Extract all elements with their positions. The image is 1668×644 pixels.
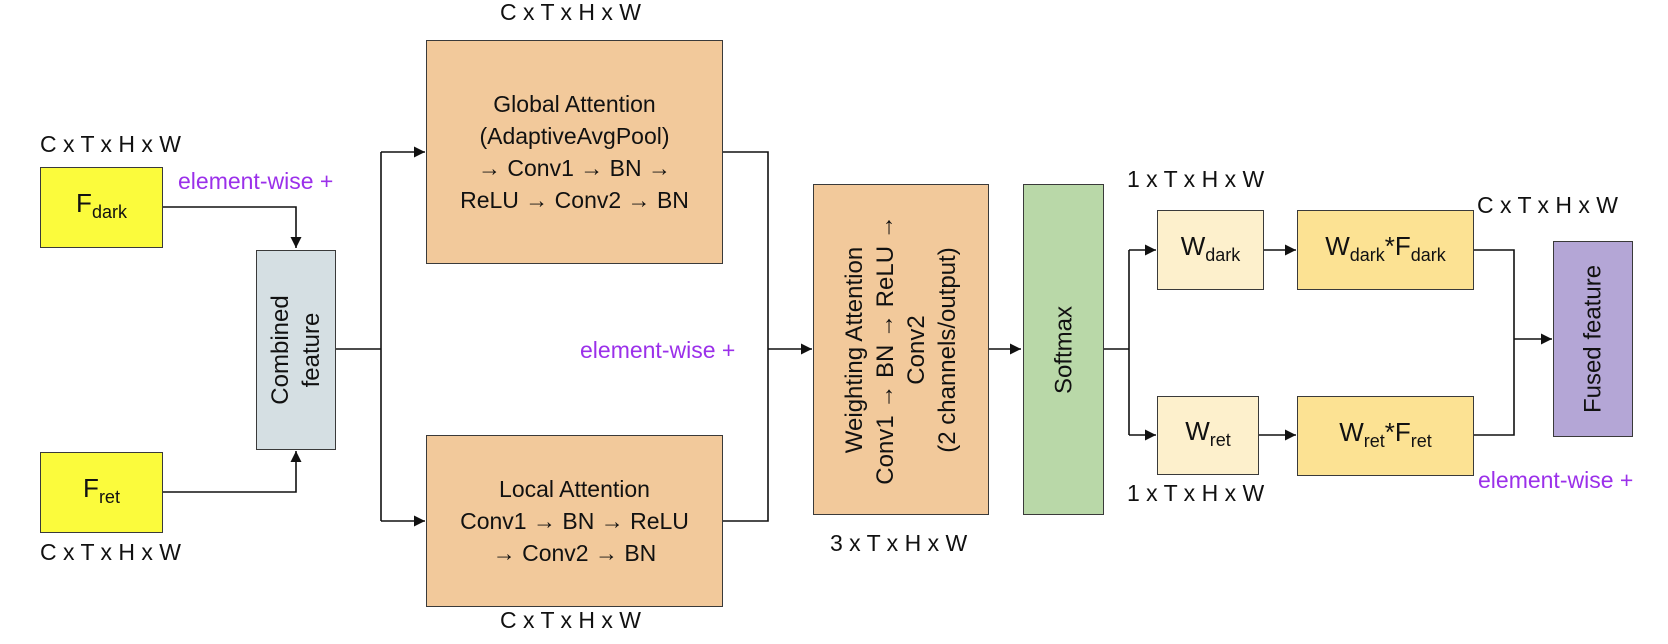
- feature-dark-box: Fdark: [40, 167, 163, 248]
- softmax-box: Softmax: [1023, 184, 1104, 515]
- weighting-dims: 3 x T x H x W: [830, 530, 968, 556]
- weighting-line-2: Conv1 → BN → ReLU →: [872, 214, 899, 485]
- local-attention-box: Local Attention Conv1 → BN → ReLU → Conv…: [426, 435, 723, 607]
- line-products-merge: [1474, 249, 1515, 436]
- weight-dark-label: Wdark: [1180, 230, 1241, 265]
- product-dark-box: Wdark*Fdark: [1297, 210, 1474, 290]
- fused-feature-box: Fused feature: [1553, 241, 1633, 437]
- weight-ret-dims: 1 x T x H x W: [1127, 480, 1265, 506]
- local-attention-line-1: Local Attention: [499, 476, 650, 502]
- feature-dark-dims: C x T x H x W: [40, 131, 181, 157]
- line-global-out: [723, 151, 769, 522]
- weight-dark-box: Wdark: [1157, 210, 1264, 290]
- arrow-fdark-to-combined: [163, 206, 302, 248]
- local-attention-line-3: → Conv2 → BN: [492, 540, 657, 566]
- product-ret-box: Wret*Fret: [1297, 396, 1474, 476]
- feature-ret-label: Fret: [83, 473, 120, 507]
- feature-ret-dims: C x T x H x W: [40, 539, 181, 565]
- weight-ret-box: Wret: [1157, 396, 1259, 475]
- weight-dark-dims: 1 x T x H x W: [1127, 166, 1265, 192]
- weighting-line-1: Weighting Attention: [841, 246, 868, 453]
- softmax-label: Softmax: [1050, 305, 1077, 394]
- weighting-line-4: (2 channels/output): [934, 246, 961, 453]
- local-attention-dims: C x T x H x W: [500, 607, 641, 633]
- global-attention-line-1: Global Attention: [493, 91, 656, 117]
- arrow-fret-to-combined: [163, 451, 302, 493]
- product-dark-label: Wdark*Fdark: [1325, 230, 1446, 265]
- elementwise-attention-label: element-wise +: [580, 337, 736, 363]
- weighting-attention-box: Weighting Attention Conv1 → BN → ReLU → …: [813, 184, 989, 515]
- elementwise-combine-label: element-wise +: [178, 168, 334, 194]
- feature-ret-box: Fret: [40, 452, 163, 533]
- product-ret-label: Wret*Fret: [1339, 416, 1432, 451]
- fused-feature-label: Fused feature: [1579, 264, 1607, 414]
- combined-feature-label: Combined feature: [267, 295, 325, 405]
- feature-dark-label: Fdark: [76, 188, 127, 222]
- global-attention-line-2: (AdaptiveAvgPool): [479, 123, 670, 149]
- product-dark-dims: C x T x H x W: [1477, 192, 1618, 218]
- weighting-line-3: Conv2: [903, 314, 930, 385]
- global-attention-box: Global Attention (AdaptiveAvgPool) → Con…: [426, 40, 723, 264]
- weight-ret-label: Wret: [1185, 416, 1231, 450]
- elementwise-fuse-label: element-wise +: [1478, 467, 1634, 493]
- global-attention-line-4: ReLU → Conv2 → BN: [460, 187, 689, 213]
- global-attention-line-3: → Conv1 → BN →: [478, 155, 671, 181]
- global-attention-dims: C x T x H x W: [500, 0, 641, 25]
- local-attention-line-2: Conv1 → BN → ReLU: [460, 508, 689, 534]
- combined-feature-box: Combined feature: [256, 250, 336, 450]
- weighting-attention-label: Weighting Attention Conv1 → BN → ReLU → …: [839, 215, 963, 484]
